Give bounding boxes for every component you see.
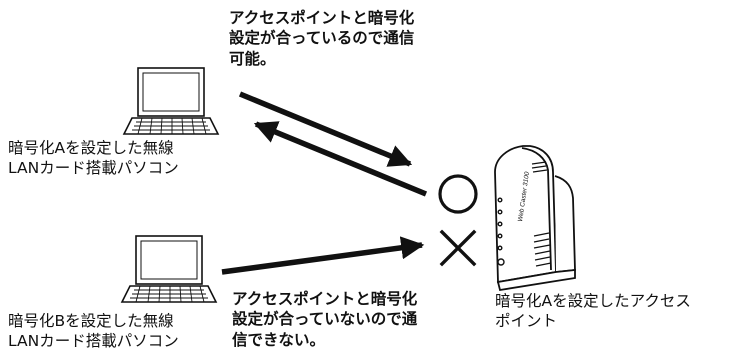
laptop-icon xyxy=(120,235,218,303)
laptop-icon xyxy=(122,67,220,135)
note-ng: アクセスポイントと暗号化 設定が合っていないので通 信できない。 xyxy=(232,290,418,349)
arrow-to-ap-b xyxy=(221,236,425,275)
circle-ok-icon xyxy=(438,174,478,214)
note-ok: アクセスポイントと暗号化 設定が合っているので通信 可能。 xyxy=(229,9,415,68)
cross-ng-icon xyxy=(439,229,477,267)
arrow-to-ap-a xyxy=(238,91,413,167)
arrow-from-ap-a xyxy=(253,121,428,197)
ap-label: 暗号化Aを設定したアクセス ポイント xyxy=(495,292,691,331)
router-icon xyxy=(494,145,576,292)
pc-b-label: 暗号化Bを設定した無線 LANカード搭載パソコン xyxy=(8,312,179,351)
pc-a-label: 暗号化Aを設定した無線 LANカード搭載パソコン xyxy=(8,139,179,178)
